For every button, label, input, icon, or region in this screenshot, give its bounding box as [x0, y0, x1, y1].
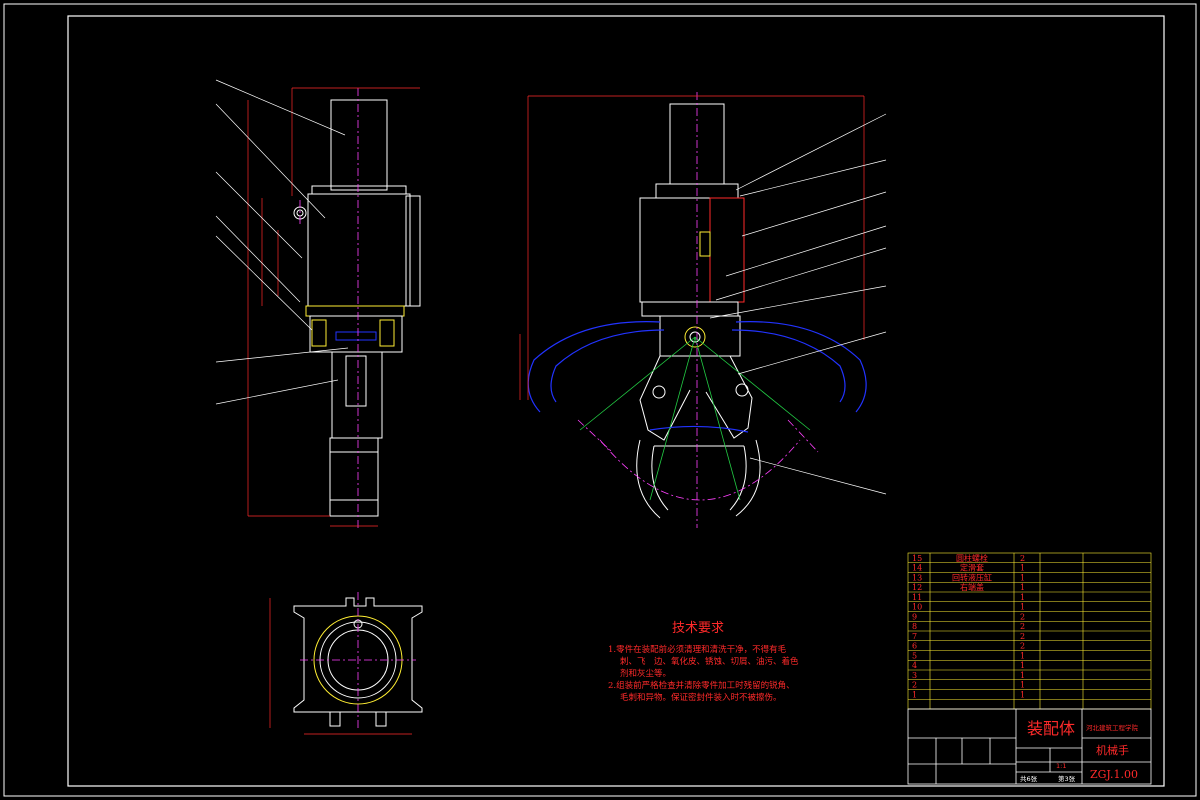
drawing-number: ZGJ.1.00 [1090, 768, 1138, 781]
front-view-leaders [215, 79, 349, 405]
bom-item-name: 回转液压缸 [952, 572, 992, 582]
tech-req-title: 技术要求 [672, 621, 724, 636]
bom-item-qty: 2 [1020, 554, 1025, 563]
side-view-construction [579, 336, 811, 501]
bom-item-qty: 1 [1020, 603, 1025, 612]
bom-item-name: 圆柱螺栓 [956, 553, 988, 563]
bom-item-qty: 1 [1020, 661, 1025, 670]
part-name: 机械手 [1096, 743, 1129, 757]
front-view-dimensions [247, 87, 420, 527]
bom-item-name: 定滑套 [960, 563, 984, 573]
sheet-number: 第3张 [1058, 774, 1076, 783]
school-name: 河北建筑工程学院 [1086, 723, 1139, 732]
bom-item-number: 11 [912, 593, 922, 602]
title-block [907, 708, 1152, 785]
bom-item-number: 14 [912, 564, 922, 573]
tech-req-line-2: 刺、飞 边、氧化皮、锈蚀、切屑、油污、着色 [620, 656, 799, 667]
bom-item-qty: 2 [1020, 642, 1025, 651]
bom-item-number: 1 [912, 690, 917, 699]
side-view-leaders [709, 113, 887, 495]
bottom-view-dimensions [269, 598, 412, 735]
technical-requirements: 技术要求 1.零件在装配前必须清理和清洗干净，不得有毛 刺、飞 边、氧化皮、锈蚀… [608, 621, 799, 703]
bom-item-number: 8 [912, 622, 917, 631]
sheets-total: 共6张 [1020, 774, 1038, 783]
bom-item-number: 15 [912, 554, 922, 563]
bom-item-qty: 2 [1020, 632, 1025, 641]
bom-item-number: 6 [912, 642, 917, 651]
bom-item-number: 2 [912, 681, 917, 690]
bom-item-qty: 1 [1020, 651, 1025, 660]
side-view [636, 103, 761, 519]
outer-border [3, 3, 1197, 797]
bom-item-qty: 1 [1020, 564, 1025, 573]
tech-req-line-4: 2.组装前严格检查并清除零件加工时残留的锐角、 [608, 680, 795, 691]
bom-item-number: 10 [912, 603, 922, 612]
tech-req-line-3: 剂和灰尘等。 [620, 668, 671, 679]
scale: 1:1 [1056, 762, 1066, 770]
bom-item-number: 13 [912, 573, 922, 582]
side-view-centerlines [577, 92, 819, 528]
bom-item-number: 3 [912, 671, 917, 680]
bottom-view-centerlines [300, 592, 416, 730]
bom-item-number: 12 [912, 583, 922, 592]
bom-item-qty: 1 [1020, 573, 1025, 582]
bom-item-qty: 2 [1020, 612, 1025, 621]
side-view-dimensions [519, 95, 865, 400]
front-view-centerlines [299, 88, 359, 530]
bom-item-qty: 2 [1020, 622, 1025, 631]
front-view [293, 99, 421, 517]
tech-req-line-5: 毛刺和异物。保证密封件装入时不被擦伤。 [620, 692, 782, 703]
bom-item-number: 7 [912, 632, 917, 641]
bom-item-qty: 1 [1020, 593, 1025, 602]
bom-item-qty: 1 [1020, 671, 1025, 680]
drawing-type: 装配体 [1027, 719, 1075, 738]
inner-frame [67, 15, 1165, 787]
bom-item-name: 右端盖 [960, 582, 984, 592]
bom-item-number: 9 [912, 612, 917, 621]
tech-req-line-1: 1.零件在装配前必须清理和清洗干净，不得有毛 [608, 644, 787, 655]
bom-item-qty: 1 [1020, 681, 1025, 690]
bom-item-number: 4 [912, 661, 917, 670]
side-view-open-jaws [527, 321, 867, 433]
bom-item-qty: 1 [1020, 583, 1025, 592]
bom-item-qty: 1 [1020, 690, 1025, 699]
bom-item-number: 5 [912, 651, 917, 660]
